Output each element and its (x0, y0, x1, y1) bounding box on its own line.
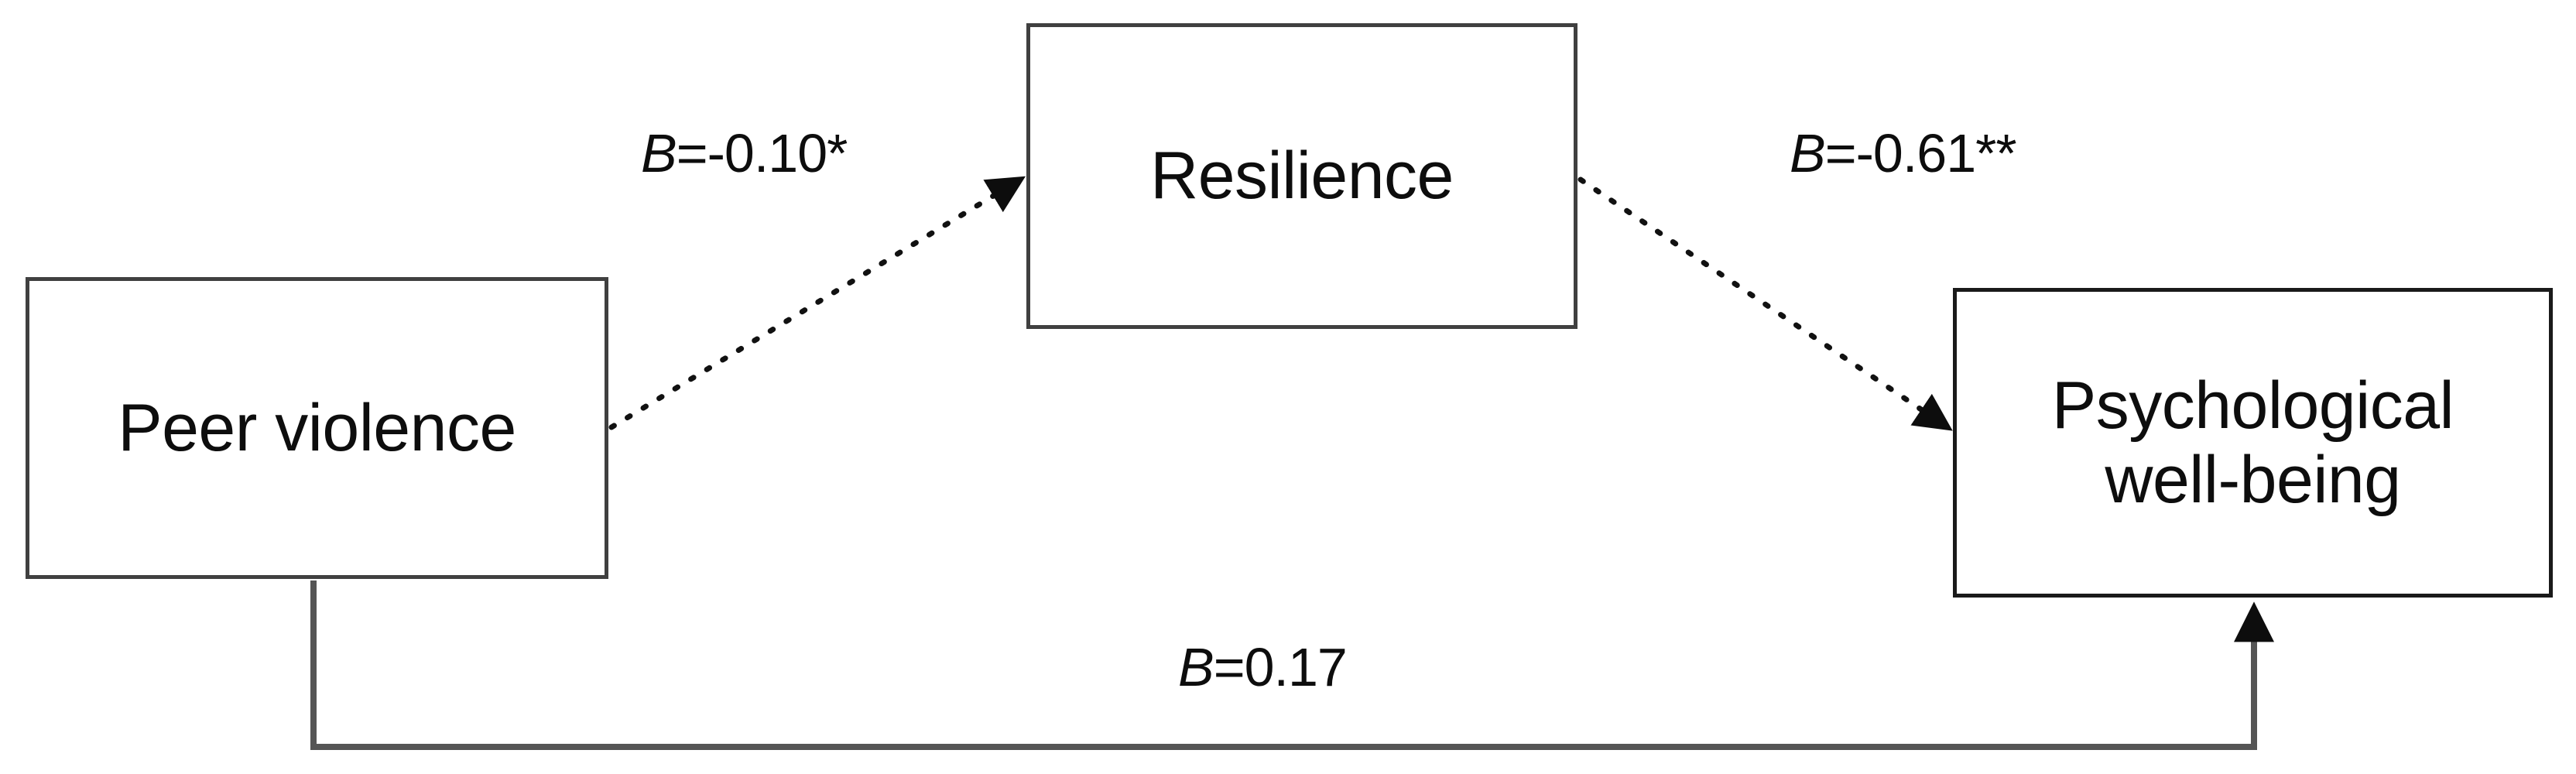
edge-label-c-path-symbol: B (1178, 637, 1214, 697)
edge-a-path-peer-violence-to-resilience (608, 176, 1026, 430)
edge-label-a-path-significance: * (827, 123, 848, 183)
edge-label-b-path-value: =-0.61 (1824, 123, 1976, 183)
edge-label-a-path-value: =-0.10 (676, 123, 827, 183)
node-peer-violence-label: Peer violence (118, 390, 516, 465)
node-resilience[interactable]: Resilience (1026, 23, 1577, 329)
edge-label-b-path-symbol: B (1790, 123, 1826, 183)
edge-label-c-path-value: =0.17 (1213, 637, 1348, 697)
node-psychological-wellbeing-label: Psychological well-being (2051, 368, 2454, 517)
edge-label-a-path: B=-0.10* (641, 122, 848, 184)
edge-label-c-path: B=0.17 (1178, 636, 1348, 698)
edge-b-path-resilience-to-psychological-wellbeing (1577, 176, 1953, 431)
node-psychological-wellbeing[interactable]: Psychological well-being (1953, 288, 2553, 598)
edge-label-b-path-significance: ** (1975, 123, 2016, 183)
node-resilience-label: Resilience (1150, 139, 1454, 214)
edge-label-b-path: B=-0.61** (1790, 122, 2017, 184)
node-peer-violence[interactable]: Peer violence (26, 277, 608, 579)
edge-label-a-path-symbol: B (641, 123, 677, 183)
